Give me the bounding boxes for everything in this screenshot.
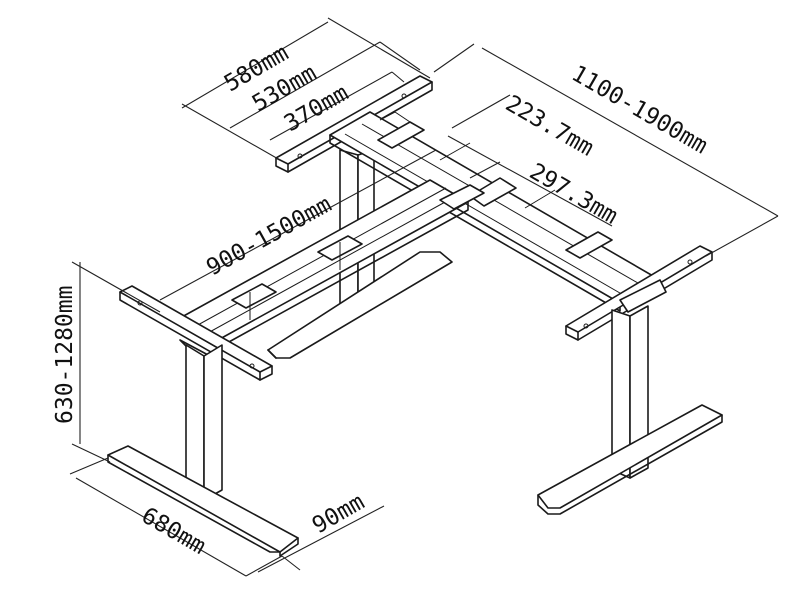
front-left-leg (107, 285, 299, 557)
back-top-plate (275, 75, 433, 173)
label-foot-thickness: 90mm (308, 489, 369, 539)
label-foot-length: 680mm (137, 503, 210, 560)
dimension-lines (69, 17, 779, 577)
label-height-range: 630-1280mm (52, 286, 78, 424)
right-leg (537, 245, 723, 515)
label-beam-offset-1: 223.7mm (501, 91, 598, 162)
left-beam (179, 179, 485, 349)
